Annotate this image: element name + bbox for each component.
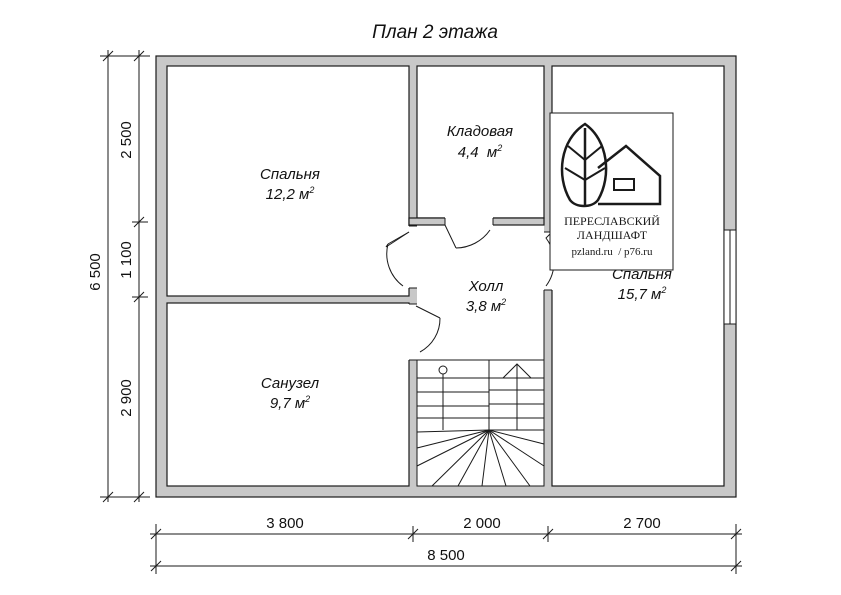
doors bbox=[385, 224, 737, 353]
leaf-house-icon bbox=[560, 122, 662, 208]
room-area-hall: 3,8 м2 bbox=[466, 297, 506, 315]
room-area-bedroom-15: 15,7 м2 bbox=[618, 285, 667, 303]
room-name-storage: Кладовая bbox=[447, 123, 513, 140]
dim-bottom-total: 8 500 bbox=[427, 547, 465, 564]
dim-bottom-1: 3 800 bbox=[266, 515, 304, 532]
bathroom-interior bbox=[166, 302, 410, 487]
dim-left-3: 2 900 bbox=[118, 379, 135, 417]
room-labels: Спальня 12,2 м2 Кладовая 4,4 м2 Спальня … bbox=[260, 123, 672, 412]
staircase bbox=[416, 359, 545, 487]
left-dimensions: 2 500 1 100 2 900 6 500 bbox=[87, 50, 150, 503]
company-logo: ПЕРЕСЛАВСКИЙ ЛАНДШАФТ pzland.ru / p76.ru bbox=[549, 112, 674, 271]
hall-interior bbox=[417, 225, 544, 486]
logo-line-1: ПЕРЕСЛАВСКИЙ bbox=[564, 214, 660, 228]
room-area-storage: 4,4 м2 bbox=[458, 143, 503, 161]
bottom-dimensions: 3 800 2 000 2 700 8 500 bbox=[150, 515, 742, 574]
dim-left-2: 1 100 bbox=[118, 241, 135, 279]
dim-left-total: 6 500 bbox=[87, 253, 104, 291]
bedroom-12-interior bbox=[166, 65, 410, 297]
room-name-hall: Холл bbox=[468, 278, 504, 295]
logo-line-3: pzland.ru / p76.ru bbox=[572, 246, 653, 258]
dim-bottom-3: 2 700 bbox=[623, 515, 661, 532]
dim-bottom-2: 2 000 bbox=[463, 515, 501, 532]
dim-left-1: 2 500 bbox=[118, 121, 135, 159]
room-area-bathroom: 9,7 м2 bbox=[270, 394, 310, 412]
room-area-bedroom-12: 12,2 м2 bbox=[266, 185, 315, 203]
room-name-bedroom-12: Спальня bbox=[260, 166, 320, 183]
room-name-bathroom: Санузел bbox=[261, 375, 320, 392]
plan-title: План 2 этажа bbox=[372, 22, 498, 43]
storage-interior bbox=[416, 65, 545, 219]
logo-line-2: ЛАНДШАФТ bbox=[577, 228, 648, 242]
